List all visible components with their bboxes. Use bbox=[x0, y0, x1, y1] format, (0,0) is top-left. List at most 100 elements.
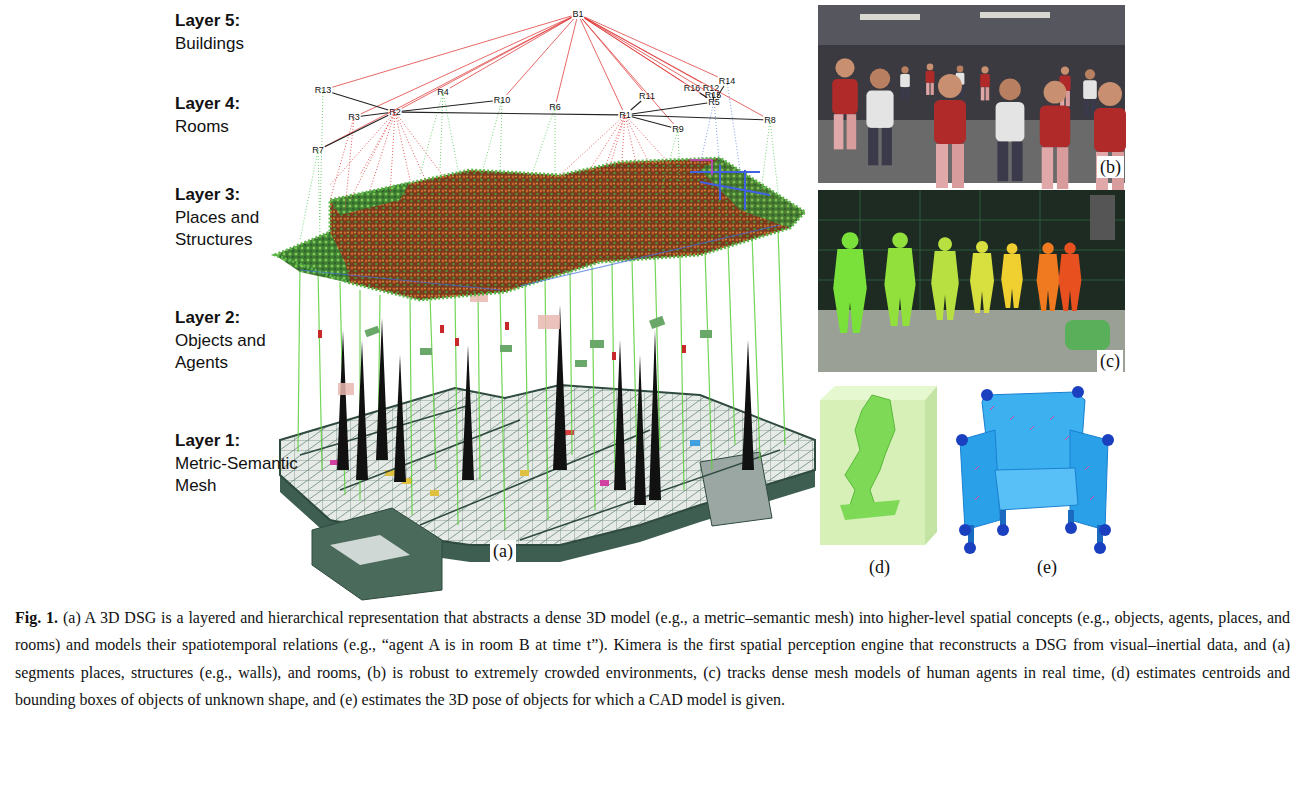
building-room-link bbox=[450, 18, 572, 88]
mesh-tracking-panel bbox=[884, 232, 915, 326]
room-adjacency bbox=[700, 93, 707, 98]
cad-pose-panel bbox=[956, 386, 1114, 554]
place-links bbox=[545, 276, 548, 520]
node-label: B1 bbox=[572, 9, 583, 19]
room-adjacency bbox=[325, 115, 388, 146]
room-node: R3 bbox=[347, 112, 361, 122]
building-room-link bbox=[585, 17, 718, 77]
crowd-panel bbox=[980, 66, 990, 100]
crowd-panel bbox=[900, 66, 910, 100]
node-label: R4 bbox=[437, 87, 449, 97]
bounding-box-panel bbox=[820, 386, 937, 545]
cad-pose-panel bbox=[981, 389, 993, 401]
cad-pose-panel bbox=[956, 434, 968, 446]
figure-caption: (a) A 3D DSG is a layered and hierarchic… bbox=[15, 609, 1290, 708]
mesh-tracking-panel bbox=[1037, 243, 1060, 311]
room-adjacency bbox=[361, 113, 388, 116]
building-room-link bbox=[556, 19, 577, 102]
mesh-tracking-panel bbox=[818, 190, 1125, 372]
room-node: R9 bbox=[671, 124, 685, 134]
metric-semantic-mesh bbox=[312, 508, 442, 600]
room-node: R4 bbox=[436, 87, 450, 97]
building-room-link bbox=[582, 19, 643, 91]
mesh-tracking-panel bbox=[931, 237, 959, 320]
mesh-tracking-panel bbox=[1001, 243, 1023, 308]
node-label: R9 bbox=[672, 124, 684, 134]
panel-tag: (d) bbox=[866, 556, 893, 578]
building-room-link bbox=[402, 17, 572, 108]
panel-tag: (e) bbox=[1034, 556, 1060, 578]
metric-semantic-mesh bbox=[690, 440, 700, 446]
place-links bbox=[680, 256, 684, 490]
node-label: R13 bbox=[315, 85, 332, 95]
node-label: R3 bbox=[348, 112, 360, 122]
places-layer bbox=[700, 158, 805, 228]
crowd-panel bbox=[866, 68, 893, 165]
agent-cones bbox=[553, 305, 567, 470]
layer-heading: Layer 5: bbox=[175, 10, 240, 32]
objects bbox=[500, 345, 512, 352]
room-adjacency bbox=[631, 101, 641, 110]
node-label: R7 bbox=[312, 145, 324, 155]
crowd-panel bbox=[1083, 69, 1097, 117]
place-links bbox=[705, 250, 712, 470]
objects bbox=[364, 326, 380, 337]
node-label: R16 bbox=[684, 83, 701, 93]
objects bbox=[318, 330, 322, 338]
node-label: R2 bbox=[389, 107, 401, 117]
room-place-links bbox=[700, 81, 740, 170]
place-links bbox=[752, 235, 760, 460]
objects bbox=[590, 340, 604, 348]
cad-pose-panel bbox=[1102, 434, 1114, 446]
building-room-link bbox=[585, 18, 705, 90]
places-layer bbox=[690, 160, 712, 175]
objects bbox=[505, 322, 509, 330]
crowd-panel bbox=[832, 58, 858, 149]
crowd-panel bbox=[1094, 82, 1126, 196]
objects bbox=[575, 360, 587, 367]
cad-pose-panel bbox=[964, 542, 976, 554]
building-room-link bbox=[325, 17, 572, 146]
cad-pose-panel bbox=[975, 406, 1094, 500]
crowd-panel bbox=[818, 5, 1125, 183]
panel-tag: (c) bbox=[1097, 350, 1123, 372]
room-node: R6 bbox=[548, 102, 562, 112]
place-links bbox=[478, 290, 480, 480]
node-label: R8 bbox=[764, 115, 776, 125]
layer-heading: Layer 1: bbox=[175, 430, 240, 452]
building-node: B1 bbox=[571, 9, 584, 19]
mesh-tracking-panel bbox=[1065, 320, 1110, 350]
mesh-tracking-panel bbox=[818, 190, 1125, 372]
place-links bbox=[728, 243, 735, 445]
building-room-link bbox=[506, 19, 573, 95]
layer-name: Places and Structures bbox=[175, 207, 275, 251]
crowd-panel bbox=[860, 14, 920, 20]
room-node: R13 bbox=[314, 85, 333, 95]
objects bbox=[649, 316, 665, 329]
figure-number: Fig. 1. bbox=[15, 609, 58, 626]
mesh-tracking-panel bbox=[1059, 243, 1082, 311]
cad-pose-panel bbox=[995, 468, 1078, 510]
agent-cones bbox=[376, 318, 388, 460]
metric-semantic-mesh bbox=[330, 535, 410, 565]
node-label: R5 bbox=[708, 97, 720, 107]
metric-semantic-mesh bbox=[520, 470, 529, 476]
cad-pose-panel bbox=[1099, 524, 1111, 536]
objects bbox=[700, 330, 712, 338]
mesh-tracking-panel bbox=[833, 232, 867, 333]
place-links bbox=[410, 298, 412, 515]
room-adjacency bbox=[402, 101, 493, 111]
agent-cones bbox=[337, 330, 349, 470]
node-label: R10 bbox=[494, 95, 511, 105]
objects bbox=[440, 325, 444, 333]
room-adjacency bbox=[712, 93, 714, 97]
room-adjacency bbox=[717, 86, 724, 97]
crowd-panel bbox=[818, 5, 1126, 196]
panel-tag: (a) bbox=[490, 540, 516, 562]
agent-cones bbox=[742, 340, 754, 470]
crowd-panel bbox=[934, 74, 966, 188]
objects bbox=[338, 383, 354, 395]
room-adjacency bbox=[332, 93, 388, 110]
node-label: R11 bbox=[639, 91, 655, 101]
